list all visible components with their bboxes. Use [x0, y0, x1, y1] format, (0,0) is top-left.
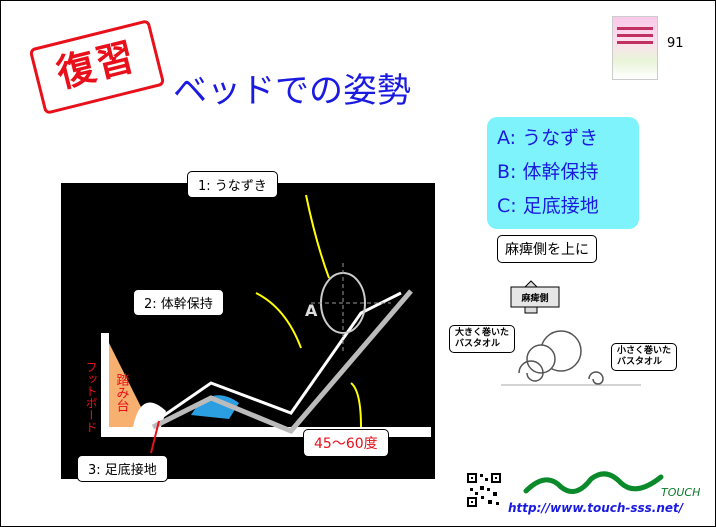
summary-line-c: C: 足底接地 [497, 195, 599, 217]
paralysis-arrow-label: 麻痺側 [520, 292, 548, 304]
posture-illustration: A フットボード 踏み台 [84, 194, 431, 454]
website-url-link[interactable]: http://www.touch-sss.net/ [508, 501, 684, 515]
a-marker: A [305, 301, 318, 320]
side-position-diagram: 麻痺側 大きく巻いた バスタオル 小さく巻いた バスタオル [449, 267, 678, 423]
posture-diagram: A フットボード 踏み台 1: うなずき 2: 体幹保持 3: 足底接地 [61, 171, 435, 482]
page-number: 91 [667, 36, 684, 51]
touch-brand: TOUCH [661, 486, 701, 499]
review-badge: 復習 [28, 19, 166, 115]
touch-logo-swoosh [523, 471, 664, 494]
footboard-label: フットボード [84, 361, 98, 433]
qr-code-icon [466, 472, 502, 508]
small-towel-callout: 小さく巻いた バスタオル [611, 343, 678, 371]
angle-label: 45～60度 [303, 429, 389, 457]
side-position-illustration: 麻痺側 [501, 280, 641, 386]
large-towel-callout: 大きく巻いた バスタオル [449, 325, 516, 353]
large-towel-roll [518, 360, 544, 382]
callout-trunk: 2: 体幹保持 [133, 289, 224, 316]
step-stool [109, 343, 151, 427]
summary-box: A: うなずき B: 体幹保持 C: 足底接地 [487, 117, 639, 229]
callout-foot: 3: 足底接地 [77, 455, 168, 482]
side-shoulder [526, 344, 556, 374]
bed-base [101, 427, 431, 437]
bed-frame [151, 289, 413, 435]
slide-title: ベッドでの姿勢 [173, 71, 411, 111]
pointer-nod [305, 194, 330, 279]
small-towel-roll [588, 371, 604, 385]
pointer-foot [150, 420, 160, 454]
pointer-trunk [255, 292, 302, 349]
book-cover-thumbnail [612, 16, 658, 80]
callout-nod: 1: うなずき [187, 171, 278, 198]
summary-line-a: A: うなずき [497, 127, 599, 149]
summary-line-b: B: 体幹保持 [497, 161, 599, 183]
body-outline [152, 291, 402, 425]
paralysis-side-note: 麻痺側を上に [497, 235, 597, 263]
paralysis-arrow-box [510, 286, 560, 308]
step-stool-label: 踏み台 [114, 373, 130, 412]
footboard-panel [101, 333, 109, 433]
angle-arc [350, 382, 362, 428]
